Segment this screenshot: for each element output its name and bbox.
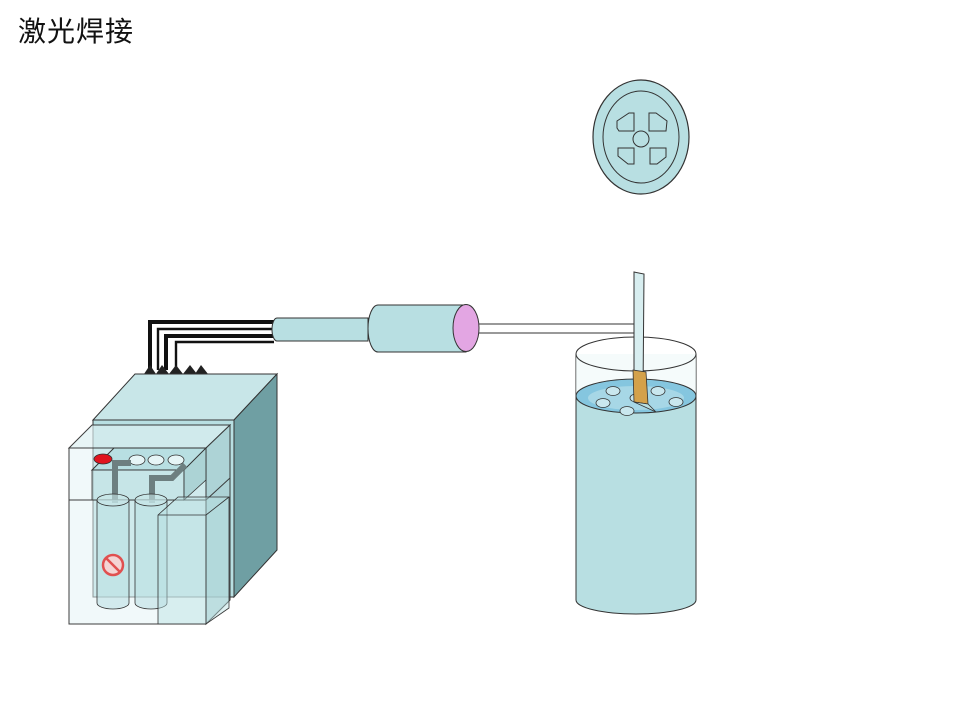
crystal-sample bbox=[632, 369, 649, 405]
disc-center-hole bbox=[632, 130, 650, 148]
internal-pipes bbox=[112, 460, 188, 503]
disc-slot-bottom-left bbox=[617, 147, 635, 165]
disc-slot-top-left bbox=[616, 112, 635, 132]
knob-2 bbox=[147, 454, 165, 466]
prohibited-icon bbox=[101, 553, 125, 577]
knob-1 bbox=[128, 454, 146, 466]
laser-beam bbox=[479, 322, 643, 334]
sample-container bbox=[575, 271, 697, 615]
knob-3 bbox=[167, 454, 185, 466]
sample-holder-disc bbox=[592, 79, 690, 195]
laser-head bbox=[271, 304, 480, 353]
indicator-red-light bbox=[93, 453, 113, 465]
laser-lens bbox=[452, 304, 480, 352]
power-cables bbox=[148, 320, 274, 370]
laser-power-unit bbox=[67, 365, 279, 626]
page-title: 激光焊接 bbox=[18, 15, 135, 48]
disc-slot-bottom-right bbox=[649, 147, 667, 165]
disc-slot-top-right bbox=[648, 112, 668, 132]
